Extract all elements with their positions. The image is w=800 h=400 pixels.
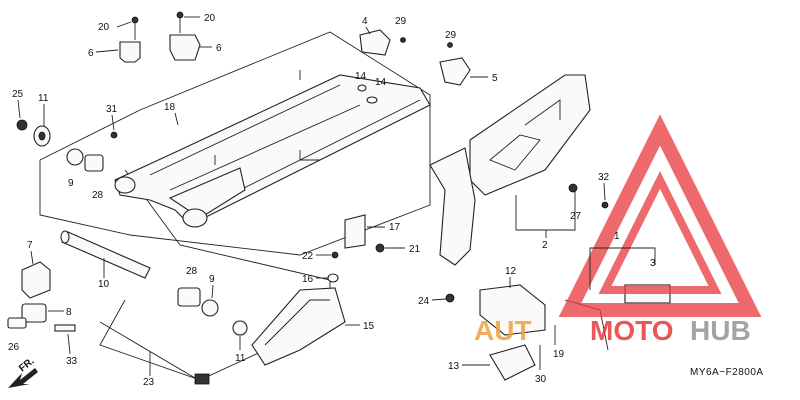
callout-21: 21 [409,244,421,255]
callout-12: 12 [505,266,517,277]
callout-32: 32 [598,172,610,183]
callout-28a: 28 [92,190,104,201]
slider-fasteners [327,214,385,283]
callout-31: 31 [106,104,118,115]
callout-20a: 20 [98,22,110,33]
callout-30: 30 [535,374,547,385]
adjuster-parts [7,261,76,332]
callout-22: 22 [302,251,314,262]
callout-1: 1 [614,231,620,242]
reference-code: MY6A−F2800A [690,367,764,378]
axle-bolt [99,321,210,385]
callout-2: 2 [542,240,548,251]
callout-9b: 9 [209,274,215,285]
watermark-text-left: AUT [474,315,532,346]
watermark-logo [558,114,762,317]
callout-26: 26 [8,342,20,353]
chain-case [429,74,609,266]
callout-7: 7 [27,240,33,251]
pivot-bushings-right [177,287,248,336]
chain-guide-clamps [119,11,471,104]
callout-labels: 20 20 6 6 4 29 29 5 14 14 25 11 31 18 9 … [8,13,656,388]
callout-25: 25 [12,89,24,100]
callout-11a: 11 [38,93,49,104]
callout-29a: 29 [395,16,407,27]
callout-8: 8 [66,307,72,318]
callout-33: 33 [66,356,78,367]
callout-14b: 14 [375,77,387,88]
callout-20b: 20 [204,13,216,24]
callout-14a: 14 [355,71,367,82]
callout-24: 24 [418,296,430,307]
chain-guide [445,284,556,381]
callout-16: 16 [302,274,314,285]
callout-13: 13 [448,361,460,372]
watermark-text-right: HUB [690,315,751,346]
callout-27: 27 [570,211,582,222]
chain-slider [251,287,346,366]
callout-4: 4 [362,16,368,27]
callout-17: 17 [389,222,401,233]
watermark-text-mid: MOTO [590,315,673,346]
pivot-bushings-left [16,119,118,172]
callout-18: 18 [164,102,176,113]
callout-23: 23 [143,377,155,388]
callout-19: 19 [553,349,565,360]
callout-10: 10 [98,279,110,290]
callout-5: 5 [492,73,498,84]
callout-9a: 9 [68,178,74,189]
callout-15: 15 [363,321,375,332]
callout-3: 3 [650,258,656,269]
callout-29b: 29 [445,30,457,41]
callout-6a: 6 [88,48,94,59]
pivot-bolt [60,230,151,279]
direction-arrow [8,368,38,388]
swingarm [114,70,431,228]
callout-6b: 6 [216,43,222,54]
callout-28b: 28 [186,266,198,277]
callout-11b: 11 [235,353,246,364]
